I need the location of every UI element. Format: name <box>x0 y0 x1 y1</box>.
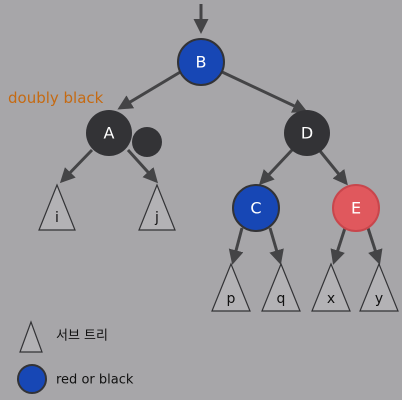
node-c: C <box>232 184 280 232</box>
node-e-label: E <box>351 199 361 218</box>
subtree-y: y <box>359 262 399 312</box>
edge-e-y <box>366 227 383 265</box>
node-d-label: D <box>301 124 313 143</box>
legend-node-label: red or black <box>56 373 134 388</box>
extra-black-token <box>132 127 162 157</box>
node-a-label: A <box>104 124 115 143</box>
node-d: D <box>284 110 330 156</box>
subtree-j-label: j <box>154 210 159 226</box>
node-a: A <box>86 110 132 156</box>
subtree-p-label: p <box>227 291 236 307</box>
subtree-q: q <box>261 262 301 312</box>
subtree-i: i <box>38 183 76 231</box>
legend-subtree-icon <box>19 320 43 353</box>
legend: 서브 트리 red or black <box>17 320 134 394</box>
node-e: E <box>332 184 380 232</box>
edge-d-e <box>318 150 348 186</box>
node-c-label: C <box>250 199 261 218</box>
subtree-y-label: y <box>375 291 383 307</box>
node-b-circle <box>177 38 225 86</box>
node-c-circle <box>232 184 280 232</box>
edge-c-p <box>228 227 244 265</box>
edge-e-x <box>330 227 347 265</box>
subtree-q-label: q <box>277 291 286 307</box>
doubly-black-annotation: doubly black <box>8 89 104 107</box>
edge-c-q <box>268 227 284 265</box>
node-b: B <box>177 38 225 86</box>
edge-b-d <box>219 69 308 113</box>
node-b-label: B <box>196 53 207 72</box>
node-d-circle <box>284 110 330 156</box>
node-e-circle <box>332 184 380 232</box>
subtree-x: x <box>311 262 351 312</box>
subtree-j: j <box>138 183 176 231</box>
node-a-circle <box>86 110 132 156</box>
subtree-x-label: x <box>327 291 335 307</box>
edge-b-a <box>117 69 183 110</box>
edge-a-j <box>126 148 159 184</box>
edge-a-i <box>59 148 94 184</box>
subtree-i-label: i <box>55 210 59 226</box>
legend-node-icon <box>17 364 47 394</box>
subtree-p: p <box>211 262 251 312</box>
legend-subtree-label: 서브 트리 <box>56 329 108 344</box>
edge-d-c <box>258 148 294 186</box>
